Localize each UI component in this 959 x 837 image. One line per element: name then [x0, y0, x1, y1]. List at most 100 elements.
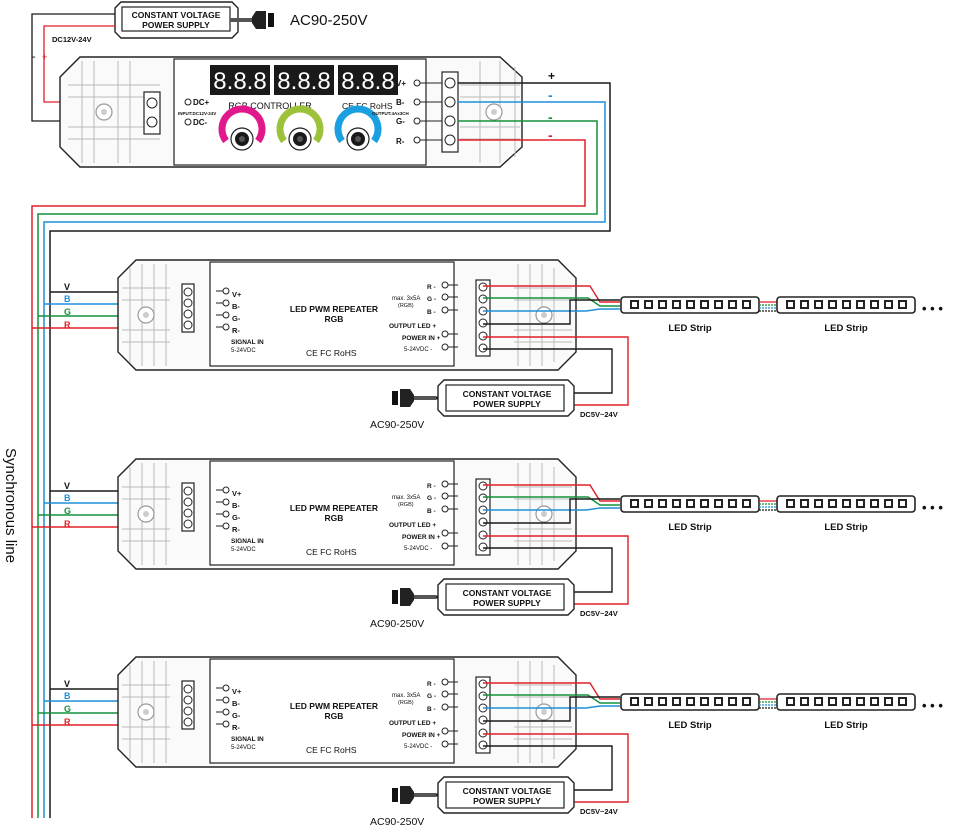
out-b-label: B- [396, 98, 405, 107]
out-b-label: B - [427, 508, 436, 515]
wire-v-label: V [64, 282, 70, 292]
out-b-label: B - [427, 309, 436, 316]
power-volt-label: 5-24VDC - [404, 744, 432, 750]
rgb-paren-label: (RGB) [398, 502, 414, 508]
signal-volt-label: 5-24VDC [231, 348, 256, 354]
top-power-supply: CONSTANT VOLTAGE POWER SUPPLY AC90-250V … [32, 1, 368, 63]
led-strip-2 [776, 296, 916, 314]
output-led-label: OUTPUT LED + [389, 522, 436, 529]
in-b-label: B- [232, 699, 240, 708]
repeater-cert: CE FC RoHS [306, 348, 357, 358]
display-3-digits: 8.8.8 [341, 68, 394, 95]
output-led-label: OUTPUT LED + [389, 323, 436, 330]
strip-continuation: • • • [922, 301, 943, 316]
psu-title-line2: POWER SUPPLY [142, 20, 210, 30]
dc-minus-label: DC- [193, 118, 208, 127]
led-strip-1-label: LED Strip [668, 323, 711, 334]
blue-knob[interactable] [346, 127, 370, 151]
led-strip-2-label: LED Strip [824, 323, 867, 334]
wire-r-label: R [64, 320, 71, 330]
sync-bus-wires [31, 82, 611, 818]
in-r-label: R- [232, 723, 240, 732]
display-1 [210, 65, 270, 95]
display-2-digits: 8.8.8 [277, 68, 330, 95]
ac-input-label: AC90-250V [290, 12, 368, 29]
out-g-label: G - [427, 495, 436, 502]
wire-g-label: G [64, 704, 71, 714]
in-b-label: B- [232, 501, 240, 510]
wire-b-label: B [64, 294, 71, 304]
ac-plug-icon [392, 786, 436, 804]
in-g-label: G- [232, 711, 241, 720]
psu-dc-label: DC5V~24V [580, 410, 618, 419]
repeater-title-line1: LED PWM REPEATER [290, 304, 378, 314]
max-current-label: max. 3x5A [392, 296, 420, 302]
repeater-title-line1: LED PWM REPEATER [290, 701, 378, 711]
repeater-title-line1: LED PWM REPEATER [290, 503, 378, 513]
strip-connector [759, 500, 777, 511]
out-r-label: R - [427, 681, 436, 688]
signal-volt-label: 5-24VDC [231, 547, 256, 553]
psu-dc-label: DC5V~24V [580, 807, 618, 816]
signal-volt-label: 5-24VDC [231, 745, 256, 751]
power-in-label: POWER IN + [402, 534, 441, 541]
psu-title-line2: POWER SUPPLY [473, 598, 541, 608]
strip-connector [759, 698, 777, 709]
input-note: INPUT:DC12V-24V [178, 111, 216, 116]
wire-r-label: R [64, 717, 71, 727]
psu-title-line1: CONSTANT VOLTAGE [463, 786, 552, 796]
wire-b-label: B [64, 691, 71, 701]
wire-g-label: G [64, 506, 71, 516]
ac-plug-icon [392, 588, 436, 606]
in-r-label: R- [232, 525, 240, 534]
repeater-output-wires [483, 682, 629, 803]
psu-title-line1: CONSTANT VOLTAGE [132, 10, 221, 20]
led-strip-1 [620, 693, 760, 711]
strip-connector [759, 301, 777, 312]
in-v-label: V+ [232, 687, 242, 696]
red-knob-arc [218, 105, 266, 144]
led-strip-2 [776, 495, 916, 513]
in-v-label: V+ [232, 290, 242, 299]
display-2 [274, 65, 334, 95]
repeater-output-wires [483, 285, 629, 406]
ac-input-label: AC90-250V [370, 419, 424, 431]
psu-dc-label: DC5V~24V [580, 609, 618, 618]
wire-b-label: B [64, 493, 71, 503]
strip-continuation: • • • [922, 698, 943, 713]
out-b-label: B - [427, 706, 436, 713]
power-in-label: POWER IN + [402, 732, 441, 739]
green-knob[interactable] [288, 127, 312, 151]
signal-in-label: SIGNAL IN [231, 538, 264, 545]
red-knob[interactable] [230, 127, 254, 151]
led-strip-1 [620, 296, 760, 314]
bus-blue-sign: - [548, 87, 553, 103]
psu-title-line2: POWER SUPPLY [473, 399, 541, 409]
power-volt-label: 5-24VDC - [404, 347, 432, 353]
ac-input-label: AC90-250V [370, 816, 424, 828]
ac-plug-icon [392, 389, 436, 407]
out-g-label: G- [396, 117, 405, 126]
repeater-cert: CE FC RoHS [306, 547, 357, 557]
led-strip-2-label: LED Strip [824, 522, 867, 533]
bus-plus-sign: + [548, 69, 555, 83]
psu-title-line1: CONSTANT VOLTAGE [463, 588, 552, 598]
repeater-output-wires [483, 484, 629, 605]
max-current-label: max. 3x5A [392, 495, 420, 501]
in-r-label: R- [232, 326, 240, 335]
wire-v-label: V [64, 481, 70, 491]
out-r-label: R - [427, 284, 436, 291]
display-3 [338, 65, 398, 95]
out-r-label: R- [396, 137, 405, 146]
synchronous-line-label: Synchronous line [2, 448, 19, 563]
wire-g-label: G [64, 307, 71, 317]
power-in-label: POWER IN + [402, 335, 441, 342]
psu-minus-sign: - [32, 51, 36, 63]
power-volt-label: 5-24VDC - [404, 546, 432, 552]
bus-green-sign: - [548, 109, 553, 125]
wire-v-label: V [64, 679, 70, 689]
controller-title: RGB CONTROLLER [228, 101, 312, 111]
max-current-label: max. 3x5A [392, 693, 420, 699]
signal-in-label: SIGNAL IN [231, 339, 264, 346]
